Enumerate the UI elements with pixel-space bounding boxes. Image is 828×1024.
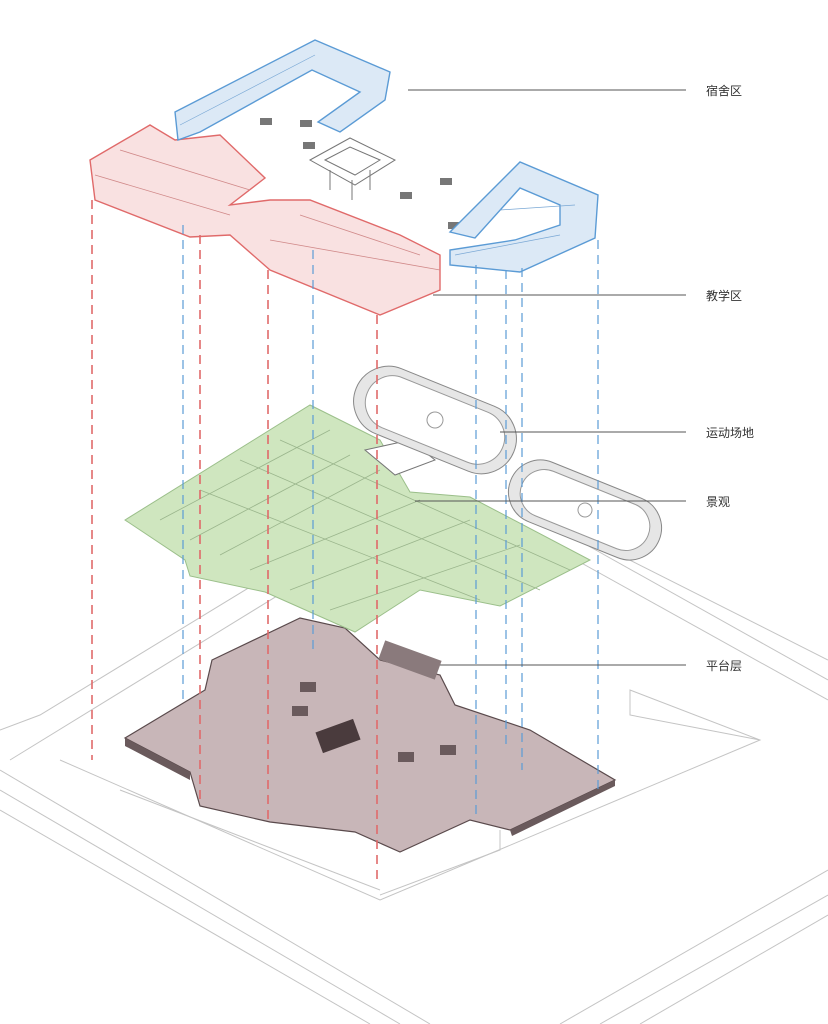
projection-lines xyxy=(91,200,599,880)
trees xyxy=(260,118,460,229)
platform-layer xyxy=(123,617,617,853)
label-landscape: 景观 xyxy=(706,495,731,509)
label-teaching: 教学区 xyxy=(706,289,743,303)
dormitory-zone xyxy=(174,39,599,273)
label-sports: 运动场地 xyxy=(706,426,755,440)
label-platform: 平台层 xyxy=(706,659,743,673)
site-roads xyxy=(0,519,828,1024)
teaching-zone xyxy=(89,124,441,316)
label-dormitory: 宿舍区 xyxy=(706,84,743,98)
landscape-layer xyxy=(124,404,592,633)
pavilion xyxy=(308,137,397,200)
leader-lines xyxy=(408,89,686,666)
